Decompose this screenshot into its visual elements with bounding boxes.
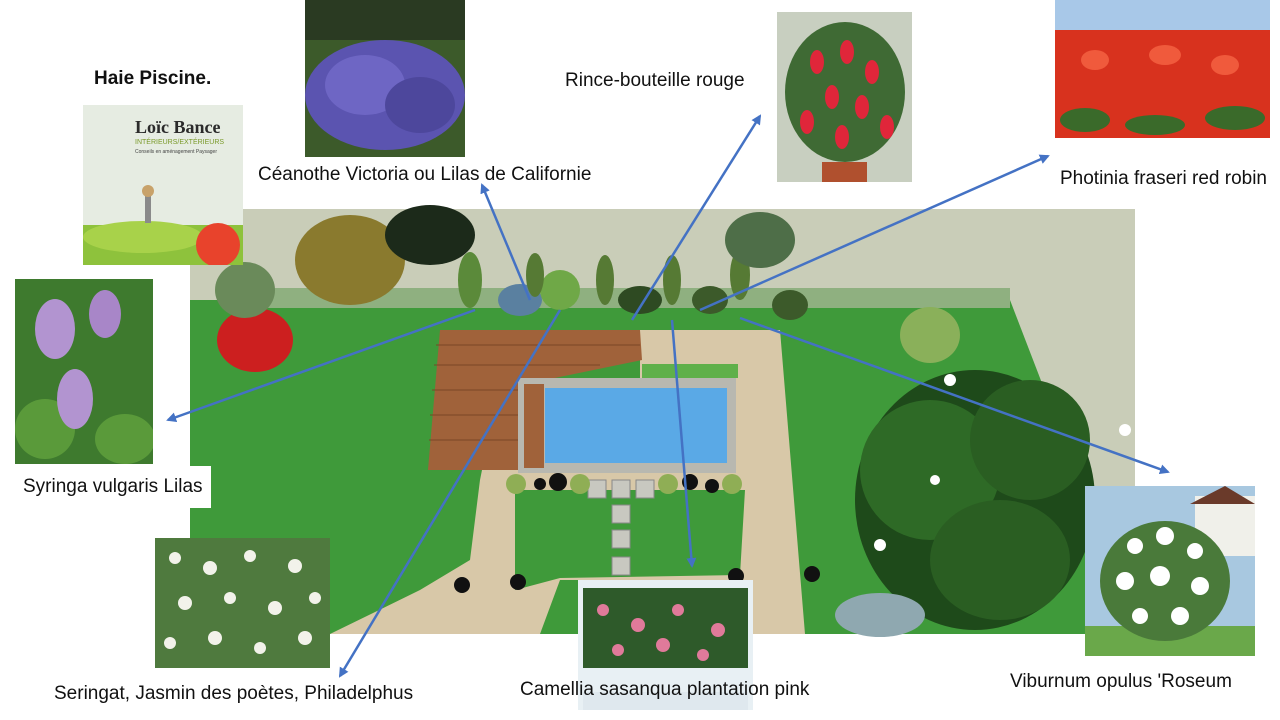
label-photinia: Photinia fraseri red robin xyxy=(1060,168,1267,189)
blue-shrub xyxy=(835,593,925,637)
logo-image xyxy=(83,105,243,265)
label-syringa: Syringa vulgaris Lilas xyxy=(15,466,211,508)
photo-seringat xyxy=(155,538,330,668)
pool-water xyxy=(545,388,727,463)
reed-row xyxy=(642,364,738,378)
photo-viburnum xyxy=(1085,486,1255,656)
stepping-stones xyxy=(587,479,655,576)
photo-syringa xyxy=(15,279,153,464)
photo-photinia xyxy=(1055,0,1270,138)
photo-ceanothe xyxy=(305,0,465,157)
label-seringat: Seringat, Jasmin des poètes, Philadelphu… xyxy=(54,683,414,704)
logo-tagline: Conseils en aménagement Paysager xyxy=(135,149,217,155)
label-ceanothe: Céanothe Victoria ou Lilas de Californie xyxy=(258,164,592,185)
photo-camellia xyxy=(578,580,753,710)
label-rince-bouteille: Rince-bouteille rouge xyxy=(565,70,745,91)
label-viburnum: Viburnum opulus 'Roseum xyxy=(1010,671,1232,692)
label-camellia: Camellia sasanqua plantation pink xyxy=(520,679,810,700)
photo-rince-bouteille xyxy=(777,12,912,182)
pool-deck-strip xyxy=(524,384,544,468)
logo-card: Loïc Bance INTÉRIEURS/EXTÉRIEURS Conseil… xyxy=(83,105,243,265)
logo-name: Loïc Bance xyxy=(135,117,221,137)
logo-subtitle: INTÉRIEURS/EXTÉRIEURS xyxy=(135,139,225,146)
page-title: Haie Piscine. xyxy=(94,68,212,89)
